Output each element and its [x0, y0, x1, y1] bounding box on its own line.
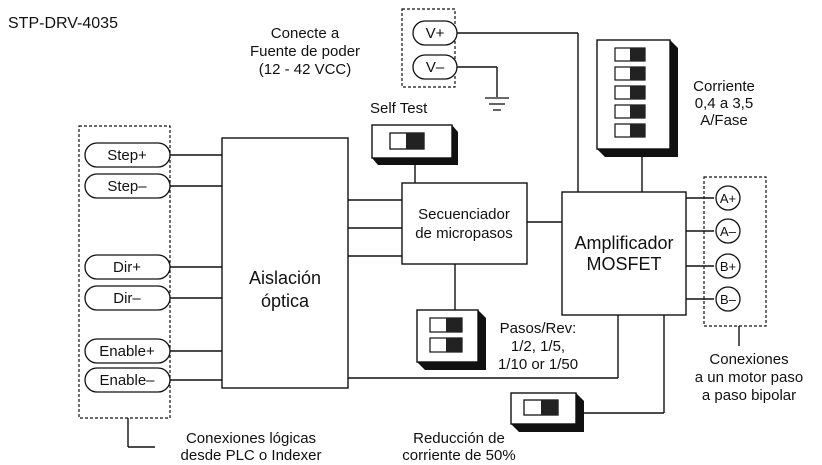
input-enable-plus	[84, 338, 171, 364]
current-dip-switch	[596, 39, 678, 157]
input-step-plus-label: Step+	[107, 147, 147, 164]
terminal-a-minus-label: A–	[720, 224, 737, 239]
reduction-caption-1: Reducción de	[413, 430, 505, 447]
terminal-b-minus	[715, 286, 741, 312]
microstep-sequencer-block	[401, 182, 528, 265]
input-dir-plus-label: Dir+	[113, 259, 141, 276]
input-dir-minus	[84, 285, 171, 311]
logic-input-group	[78, 125, 171, 419]
motor-caption-2: a un motor paso	[695, 369, 803, 386]
terminal-v-minus-label: V–	[426, 59, 445, 76]
input-step-minus-label: Step–	[107, 178, 147, 195]
input-enable-minus	[84, 367, 171, 393]
mosfet-amplifier-block	[561, 191, 687, 316]
steps-caption-3: 1/10 or 1/50	[498, 356, 578, 373]
isolation-label-2: óptica	[261, 291, 310, 311]
input-enable-plus-label: Enable+	[99, 343, 155, 360]
terminal-b-plus-label: B+	[720, 259, 736, 274]
terminal-a-plus	[715, 185, 741, 211]
input-step-plus	[84, 142, 171, 168]
terminal-a-minus	[715, 218, 741, 244]
power-caption-3: (12 - 42 VCC)	[259, 61, 352, 78]
motor-caption-1: Conexiones	[709, 351, 788, 368]
current-reduction-dip-switch	[510, 392, 584, 432]
steps-caption-1: Pasos/Rev:	[500, 320, 577, 337]
terminal-b-minus-label: B–	[720, 292, 737, 307]
current-caption-3: A/Fase	[700, 112, 748, 129]
optical-isolation-block	[221, 137, 349, 389]
model-title: STP-DRV-4035	[8, 15, 118, 32]
input-dir-plus	[84, 254, 171, 280]
isolation-label-1: Aislación	[249, 268, 321, 288]
terminal-v-plus-label: V+	[426, 25, 445, 42]
motor-terminal-group	[703, 176, 767, 327]
logic-caption-1: Conexiones lógicas	[186, 430, 316, 447]
logic-caption-2: desde PLC o Indexer	[181, 447, 322, 464]
terminal-b-plus	[715, 253, 741, 279]
motor-caption-3: a paso bipolar	[702, 387, 796, 404]
input-enable-minus-label: Enable–	[99, 372, 155, 389]
terminal-v-minus	[412, 54, 458, 80]
sequencer-label-2: de micropasos	[415, 225, 513, 242]
reduction-caption-2: corriente de 50%	[402, 447, 515, 464]
terminal-a-plus-label: A+	[720, 191, 736, 206]
amplifier-label-2: MOSFET	[587, 254, 662, 274]
input-dir-minus-label: Dir–	[113, 290, 141, 307]
self-test-label: Self Test	[370, 100, 428, 117]
current-caption-2: 0,4 a 3,5	[695, 95, 753, 112]
ground-icon	[485, 97, 509, 111]
power-caption-2: Fuente de poder	[250, 43, 360, 60]
steps-caption-2: 1/2, 1/5,	[511, 338, 565, 355]
terminal-v-plus	[412, 20, 458, 46]
steps-per-rev-dip-switch	[416, 309, 486, 370]
amplifier-label-1: Amplificador	[574, 233, 673, 253]
self-test-dip-switch	[371, 124, 458, 165]
power-caption-1: Conecte a	[271, 25, 340, 42]
current-caption-1: Corriente	[693, 78, 755, 95]
input-step-minus	[84, 173, 171, 199]
sequencer-label-1: Secuenciador	[418, 206, 510, 223]
power-terminal-group	[401, 8, 456, 88]
